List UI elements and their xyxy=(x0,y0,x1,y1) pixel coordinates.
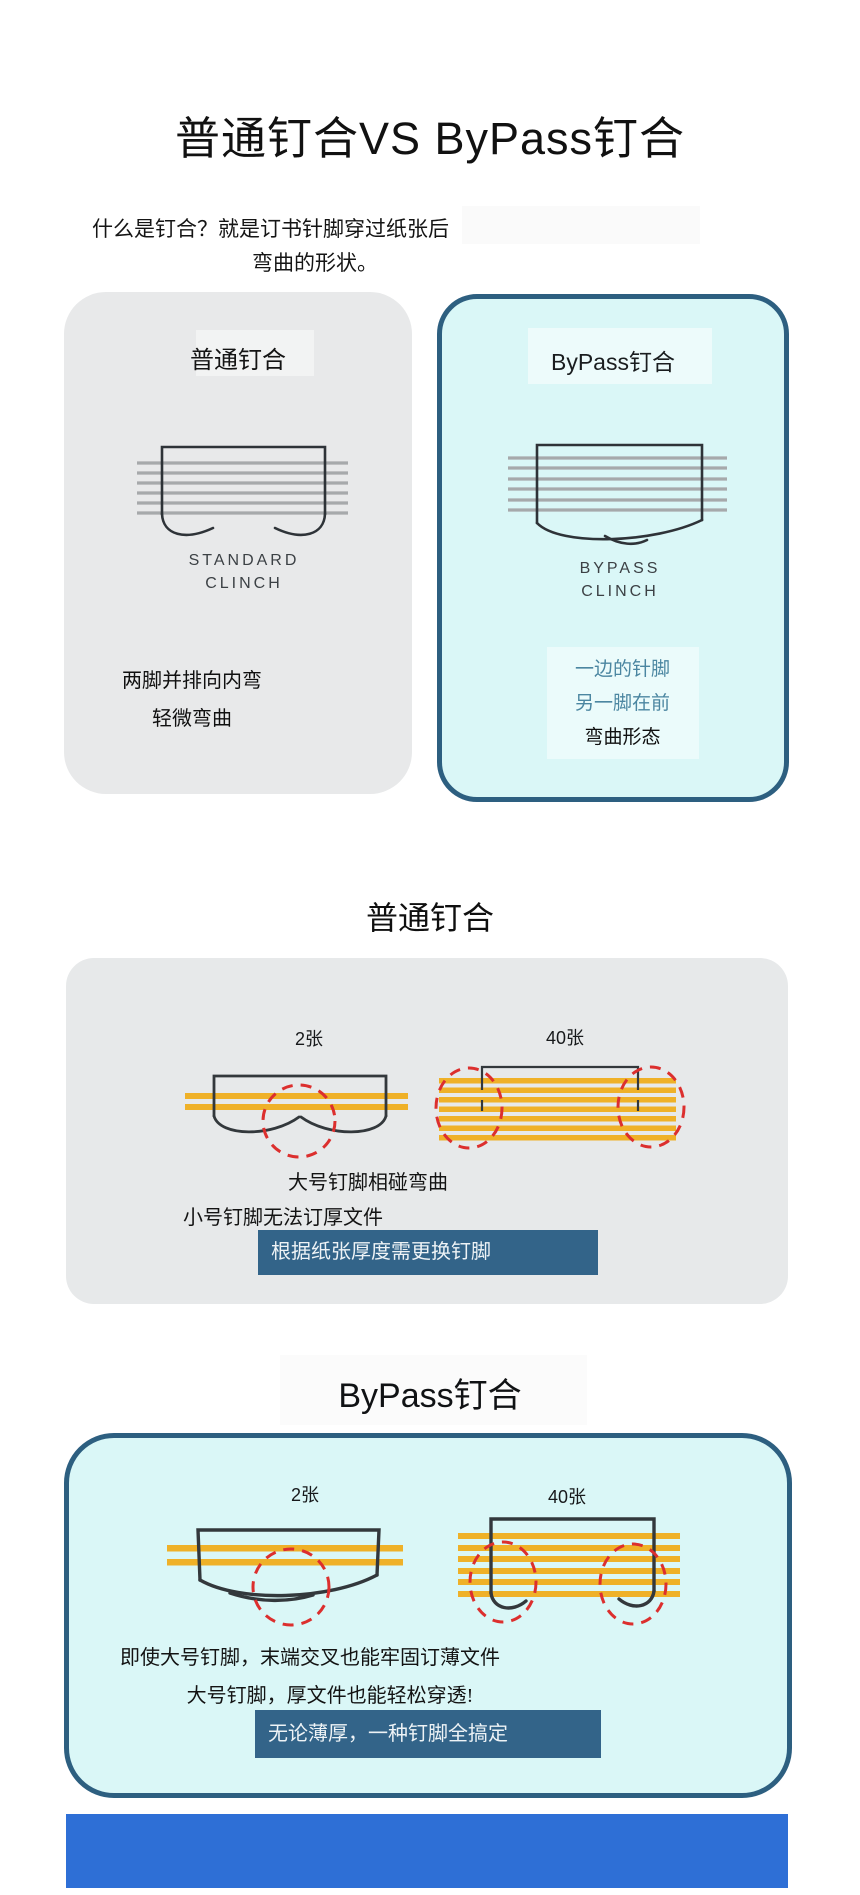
standard-clinch-caption: STANDARD CLINCH xyxy=(131,549,357,595)
page-title: 普通钉合VS ByPass钉合 xyxy=(174,113,686,164)
bypass-thin-sheets-label: 2张 xyxy=(290,1485,319,1505)
standard-note-line1: 两脚并排向内弯 xyxy=(122,670,262,692)
paper-sheets-yellow xyxy=(185,1093,408,1110)
staple-outline xyxy=(480,1065,640,1111)
standard-card-title: 普通钉合 xyxy=(190,348,286,374)
bypass-note-line1: 一边的针脚 xyxy=(574,659,670,680)
staple-outline xyxy=(535,443,704,546)
bypass-thin-stack-diagram xyxy=(167,1528,403,1627)
bypass-card-title-band xyxy=(528,328,712,384)
bypass-section-heading: ByPass钉合 xyxy=(338,1377,522,1415)
bypass-note-1: 即使大号钉脚，末端交叉也能牢固订薄文件 xyxy=(120,1647,500,1669)
standard-caption-line2: CLINCH xyxy=(205,575,283,592)
intro-line-1: 什么是钉合？就是订书针脚穿过纸张后 xyxy=(92,217,449,241)
highlight-circle xyxy=(261,1083,337,1159)
footer-bar xyxy=(66,1814,788,1888)
standard-banner: 根据纸张厚度需更换钉脚 xyxy=(258,1230,598,1275)
bypass-note-line2: 另一脚在前 xyxy=(574,693,670,714)
bypass-heading-band xyxy=(280,1355,587,1425)
standard-card-title-band xyxy=(196,330,314,376)
standard-caption-line1: STANDARD xyxy=(188,552,300,569)
bypass-clinch-caption: BYPASS CLINCH xyxy=(507,557,733,603)
bypass-banner: 无论薄厚，一种钉脚全搞定 xyxy=(255,1710,601,1758)
bypass-card-title: ByPass钉合 xyxy=(551,349,675,375)
bypass-thick-sheets-label: 40张 xyxy=(547,1487,587,1507)
bypass-card-notes-band xyxy=(547,647,699,759)
paper-sheet-lines xyxy=(137,461,348,515)
highlight-circle xyxy=(251,1547,331,1627)
standard-note-line2: 轻微弯曲 xyxy=(152,708,232,730)
bypass-caption-line1: BYPASS xyxy=(579,560,661,577)
standard-note-2: 小号钉脚无法订厚文件 xyxy=(183,1207,383,1229)
bypass-note-line3: 弯曲形态 xyxy=(584,727,661,748)
standard-clinch-card xyxy=(64,292,412,794)
standard-thin-sheets-label: 2张 xyxy=(294,1029,323,1049)
bypass-note-2: 大号钉脚，厚文件也能轻松穿透! xyxy=(186,1685,474,1707)
standard-thin-stack-diagram xyxy=(185,1074,408,1159)
standard-thick-stack-diagram xyxy=(434,1065,686,1150)
staple-outline xyxy=(160,445,327,537)
highlight-circles xyxy=(434,1065,686,1150)
paper-sheets-yellow xyxy=(458,1533,680,1597)
standard-section-heading: 普通钉合 xyxy=(365,900,494,936)
paper-sheets-yellow xyxy=(439,1078,676,1141)
bypass-caption-line2: CLINCH xyxy=(581,583,659,600)
bypass-clinch-diagram xyxy=(508,443,727,546)
standard-card-notes: 两脚并排向内弯 轻微弯曲 xyxy=(92,662,292,738)
staple-outline xyxy=(212,1074,388,1134)
intro-highlight-band xyxy=(462,206,700,244)
bypass-card-notes: 一边的针脚 另一脚在前 弯曲形态 xyxy=(535,653,710,755)
staple-outline xyxy=(196,1528,381,1603)
highlight-circles xyxy=(468,1540,668,1626)
standard-note-1: 大号钉脚相碰弯曲 xyxy=(288,1172,448,1194)
intro-line-2: 弯曲的形状。 xyxy=(252,251,378,275)
standard-thick-sheets-label: 40张 xyxy=(545,1028,585,1048)
standard-clinch-diagram xyxy=(137,445,348,537)
paper-sheet-lines xyxy=(508,456,727,512)
bypass-thick-stack-diagram xyxy=(458,1517,680,1626)
